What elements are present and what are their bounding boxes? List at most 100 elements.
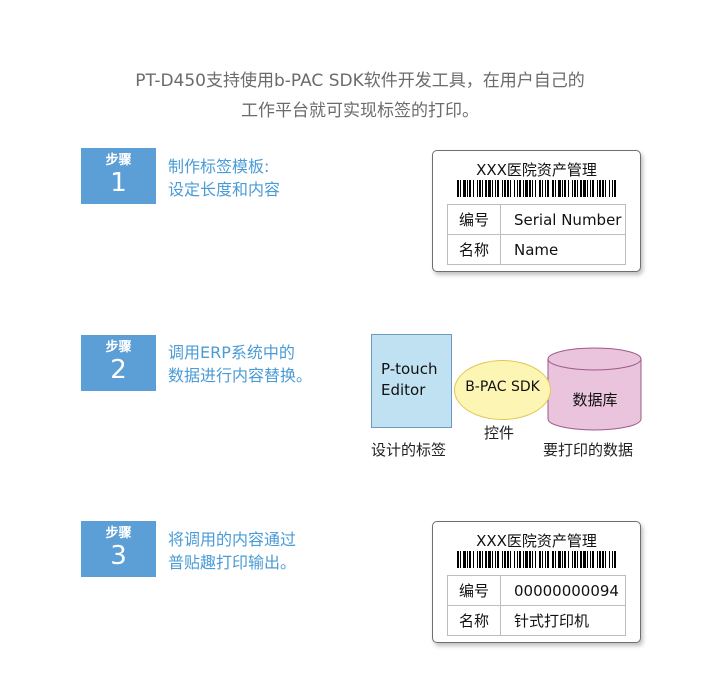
barcode-bar	[580, 180, 582, 197]
barcode-bar	[542, 180, 543, 197]
barcode-bar	[523, 180, 524, 197]
step-3-number: 3	[110, 541, 127, 571]
barcode-bar	[539, 551, 541, 568]
barcode-bar	[477, 180, 478, 197]
table-row: 编号 00000000094	[447, 575, 626, 606]
output-key-name: 名称	[447, 605, 501, 636]
barcode-bar	[568, 551, 569, 568]
workflow-diagram: P-touch Editor 数据库 B-PAC SDK 设计的标签 控件 要打…	[368, 333, 668, 463]
step-2-line-1: 调用ERP系统中的	[168, 343, 295, 362]
sdk-control-ellipse: B-PAC SDK	[454, 360, 551, 420]
caption-print-data: 要打印的数据	[543, 441, 634, 459]
output-value-number: 00000000094	[500, 575, 626, 606]
barcode-bar	[492, 180, 493, 197]
ptouch-line-1: P-touch	[381, 360, 438, 378]
barcode-bar	[580, 551, 582, 568]
step-1-line-2: 设定长度和内容	[168, 180, 281, 199]
barcode-bar	[545, 180, 546, 197]
table-row: 编号 Serial Number	[447, 204, 626, 235]
barcode-bar	[558, 180, 561, 197]
barcode-bar	[492, 551, 493, 568]
barcode-bar	[485, 180, 487, 197]
barcode-bar	[552, 180, 554, 197]
output-card-title: XXX医院资产管理	[476, 532, 597, 550]
intro-line-2: 工作平台就可实现标签的打印。	[241, 101, 479, 121]
barcode-bar	[590, 551, 591, 568]
output-value-name: 针式打印机	[500, 605, 626, 636]
barcode-bar	[574, 180, 576, 197]
barcode-bar	[562, 180, 563, 197]
barcode-bar	[519, 551, 521, 568]
barcode-bar	[572, 180, 573, 197]
barcode-bar	[609, 551, 610, 568]
barcode-bar	[532, 551, 533, 568]
step-1-badge-label: 步骤	[105, 153, 132, 168]
caption-designed-label: 设计的标签	[371, 441, 447, 459]
barcode-bar	[539, 180, 541, 197]
sdk-label: B-PAC SDK	[465, 379, 540, 395]
barcode-bar	[612, 180, 613, 197]
barcode-bar	[482, 551, 483, 568]
barcode-bar	[497, 180, 499, 197]
barcode-bar	[477, 551, 478, 568]
template-card-table: 编号 Serial Number 名称 Name	[447, 204, 626, 265]
barcode-bar	[614, 180, 616, 197]
barcode-bar	[517, 180, 518, 197]
barcode-bar	[488, 180, 491, 197]
barcode-bar	[479, 180, 481, 197]
database-icon	[547, 347, 642, 431]
barcode-bar	[612, 551, 613, 568]
barcode-bar	[547, 180, 549, 197]
barcode-bar	[547, 551, 549, 568]
caption-control: 控件	[484, 424, 515, 442]
barcode-bar	[552, 551, 554, 568]
barcode-bar	[597, 180, 598, 197]
barcode-bar	[504, 180, 506, 197]
barcode-bar	[479, 551, 481, 568]
barcode-bar	[485, 551, 487, 568]
barcode-bar	[514, 180, 515, 197]
barcode-bar	[488, 551, 491, 568]
template-key-name: 名称	[447, 234, 501, 265]
barcode-bar	[525, 551, 528, 568]
barcode-bar	[507, 180, 509, 197]
intro-line-1: PT-D450支持使用b-PAC SDK软件开发工具，在用户自己的	[135, 71, 585, 91]
barcode-bar	[592, 180, 594, 197]
barcode-bar	[599, 180, 601, 197]
step-2-description: 调用ERP系统中的 数据进行内容替换。	[168, 341, 312, 387]
barcode-bar	[564, 551, 566, 568]
barcode-bar	[502, 551, 503, 568]
barcode-bar	[502, 180, 503, 197]
template-label-card: XXX医院资产管理 编号 Serial Number 名称 Name	[432, 150, 641, 272]
barcode-bar	[558, 551, 561, 568]
barcode-bar	[590, 180, 591, 197]
barcode-bar	[564, 180, 566, 197]
step-1-line-1: 制作标签模板:	[168, 157, 270, 176]
barcode-bar	[467, 551, 468, 568]
step-1-badge: 步骤 1	[81, 148, 156, 204]
barcode-bar	[504, 551, 506, 568]
barcode-bar	[519, 180, 521, 197]
barcode-bar	[592, 551, 594, 568]
barcode-bar	[510, 180, 511, 197]
barcode-bar	[469, 551, 471, 568]
barcode-bar	[572, 551, 573, 568]
barcode-bar	[460, 180, 461, 197]
step-1-description: 制作标签模板: 设定长度和内容	[168, 155, 280, 201]
barcode-bar	[555, 551, 556, 568]
barcode-bar	[599, 551, 601, 568]
barcode-bar	[517, 551, 518, 568]
barcode-bar	[597, 551, 598, 568]
step-3-line-1: 将调用的内容通过	[168, 530, 297, 549]
step-3-badge-label: 步骤	[105, 526, 132, 541]
barcode-bar	[577, 180, 578, 197]
template-value-name: Name	[500, 234, 626, 265]
step-2-line-2: 数据进行内容替换。	[168, 366, 313, 385]
barcode-bar	[568, 180, 569, 197]
barcode-bar	[525, 180, 528, 197]
barcode-bar	[532, 180, 533, 197]
barcode-bar	[463, 551, 466, 568]
barcode-bar	[507, 551, 509, 568]
barcode-bar	[555, 180, 556, 197]
table-row: 名称 Name	[447, 234, 626, 265]
